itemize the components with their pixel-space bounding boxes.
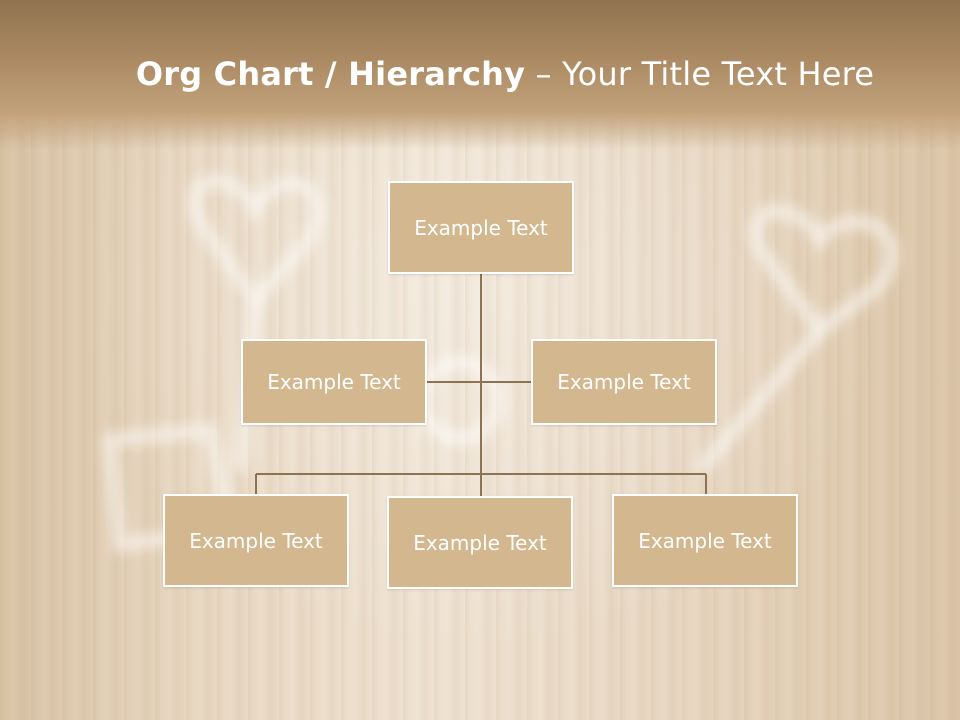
org-node-root-text: Example Text [414, 215, 548, 240]
slide-title: Org Chart / Hierarchy – Your Title Text … [0, 55, 960, 93]
org-node-assistant-right-text: Example Text [557, 370, 691, 394]
title-bold-part: Org Chart / Hierarchy [135, 55, 526, 93]
title-dash: – [525, 55, 563, 93]
org-node-child-center[interactable]: Example Text [387, 496, 573, 589]
org-node-root[interactable]: Example Text [388, 181, 574, 274]
title-banner [0, 0, 960, 150]
org-node-assistant-left-text: Example Text [267, 370, 401, 394]
org-node-assistant-right[interactable]: Example Text [531, 339, 717, 425]
org-node-child-center-text: Example Text [413, 530, 547, 555]
org-node-child-left-text: Example Text [189, 528, 323, 553]
org-node-child-right[interactable]: Example Text [612, 494, 798, 587]
title-rest: Your Title Text Here [562, 55, 875, 93]
org-node-child-right-text: Example Text [638, 528, 772, 553]
org-node-child-left[interactable]: Example Text [163, 494, 349, 587]
org-node-assistant-left[interactable]: Example Text [241, 339, 427, 425]
